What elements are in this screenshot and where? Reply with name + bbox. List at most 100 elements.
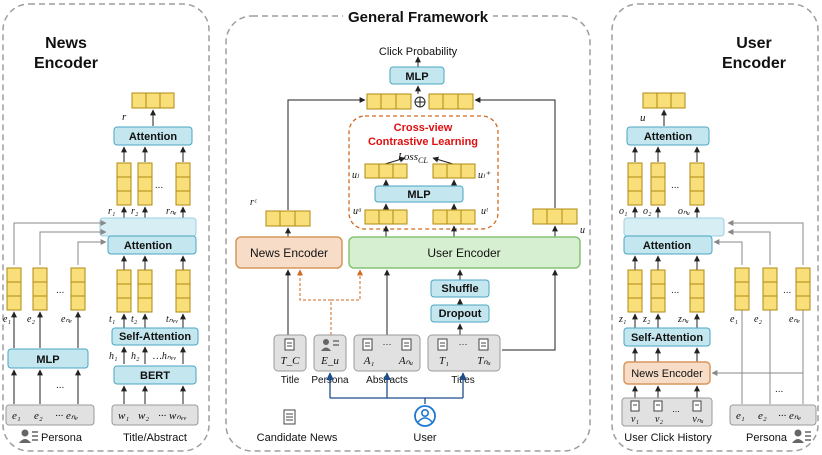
left-persona-label: Persona <box>41 432 83 444</box>
right-news-encoder-label: News Encoder <box>631 368 703 380</box>
vec-z2 <box>650 269 666 313</box>
label-r1: r₁ <box>108 206 115 217</box>
title-label: Title <box>281 375 300 386</box>
click-history-dots: ... <box>672 404 680 414</box>
center-user-encoder-label: User Encoder <box>427 246 500 260</box>
vec-r1 <box>116 162 132 206</box>
news-vector-r <box>131 92 175 109</box>
vec-r2 <box>137 162 153 206</box>
right-self-attention-label: Self-Attention <box>631 332 703 344</box>
news-encoder-title-2: Encoder <box>34 55 98 72</box>
right-e-ellipsis: ... <box>783 285 791 296</box>
general-framework-title: General Framework <box>348 9 489 26</box>
dropout-box <box>430 304 490 323</box>
user-vector-u <box>642 92 686 109</box>
left-mlp-label: MLP <box>36 354 59 366</box>
loss-subscript: CL <box>418 156 428 165</box>
doc-icon-t1 <box>437 338 448 351</box>
vec-znu <box>689 269 705 313</box>
in-e2: e₂ <box>34 410 43 422</box>
in-w1: w₁ <box>118 410 129 422</box>
center-news-encoder-box <box>235 236 343 269</box>
top-mlp-label: MLP <box>405 71 428 83</box>
vec-e1 <box>6 267 22 311</box>
news-encoder-title-1: News <box>45 35 87 52</box>
user-label: User <box>413 432 437 444</box>
left-mlp-box <box>7 348 89 369</box>
center-user-encoder-box <box>348 236 581 269</box>
label-ul-left: uₗ <box>352 170 360 181</box>
cross-view-label: Cross-view <box>394 122 453 134</box>
title-abstract-label: Title/Abstract <box>123 432 187 444</box>
label-t1-center: T₁ <box>439 355 449 367</box>
left-mlp-ellipsis: ... <box>56 380 64 391</box>
inner-mlp-box <box>374 185 464 203</box>
in-wnw: ··· wₙᵥᵥ <box>158 410 187 422</box>
left-r-ellipsis: ... <box>155 180 163 191</box>
right-o-ellipsis: ... <box>671 180 679 191</box>
user-icon <box>414 405 436 427</box>
in-w2: w₂ <box>138 410 149 422</box>
label-o1: o₁ <box>619 206 627 217</box>
label-rne: rₙₑ <box>166 206 177 217</box>
label-znu: zₙᵤ <box>677 314 689 325</box>
right-vec-e2 <box>762 267 778 311</box>
inner-mlp-label: MLP <box>407 189 430 201</box>
left-attention-shadow <box>99 217 197 237</box>
doc-icon-tnu <box>478 338 489 351</box>
vec-t1 <box>116 269 132 313</box>
abstracts-dots: ··· <box>383 339 392 349</box>
doc-icon-a1 <box>362 338 373 351</box>
label-r: r <box>122 111 127 123</box>
left-e-ellipsis: ... <box>56 285 64 296</box>
label-tc: T_C <box>281 355 301 367</box>
doc-icon-anu <box>401 338 412 351</box>
label-e1: e₁ <box>3 314 11 325</box>
right-mlp-ellipsis: ... <box>775 384 783 395</box>
candidate-title-card <box>273 334 307 372</box>
dropout-label: Dropout <box>439 308 482 320</box>
user-click-history-label: User Click History <box>624 432 712 444</box>
candidate-news-label: Candidate News <box>257 432 338 444</box>
label-r2: r₂ <box>131 206 139 217</box>
right-in-ene: ··· eₙₑ <box>778 410 801 422</box>
label-h1: h₁ <box>109 351 117 362</box>
right-persona-icon <box>792 429 811 443</box>
news-encoder-panel <box>2 3 210 452</box>
contrastive-learning-box <box>348 115 499 230</box>
label-u-right: u <box>640 112 646 124</box>
right-attention-mid-label: Attention <box>643 240 692 252</box>
right-persona-label: Persona <box>746 432 788 444</box>
titles-dots: ··· <box>459 339 468 349</box>
right-z-ellipsis: ... <box>671 285 679 296</box>
bert-box <box>113 365 197 385</box>
left-attention-mid-label: Attention <box>124 240 173 252</box>
right-attention-top-box <box>626 126 710 146</box>
click-history-row <box>621 397 713 427</box>
left-attention-mid-box <box>107 235 197 255</box>
doc-icon-v1 <box>630 400 640 412</box>
right-attention-shadow <box>623 217 725 237</box>
vec-t2 <box>137 269 153 313</box>
label-e2: e₂ <box>27 314 35 325</box>
label-t2: t₂ <box>131 314 138 325</box>
in-e1: e₁ <box>12 410 21 422</box>
center-news-encoder-label: News Encoder <box>250 246 328 260</box>
click-probability-label: Click Probability <box>379 46 458 58</box>
left-attention-top-box <box>113 126 193 146</box>
vec-o1 <box>627 162 643 206</box>
ut-vector <box>432 209 476 225</box>
label-a1: A₁ <box>363 355 375 367</box>
label-hnw: …hₙᵥᵥ <box>153 351 177 362</box>
right-in-e2: e₂ <box>758 410 767 422</box>
ul-vector-left <box>364 163 408 179</box>
label-t1: t₁ <box>109 314 115 325</box>
concat-plus-icon <box>414 96 426 108</box>
vec-onu <box>689 162 705 206</box>
label-ene: eₙₑ <box>61 314 72 325</box>
vec-ene <box>70 267 86 311</box>
right-vec-ene <box>795 267 811 311</box>
label-tnu-center: Tₙᵤ <box>477 355 491 367</box>
left-self-attention-label: Self-Attention <box>119 331 191 343</box>
in-ene: ··· eₙₑ <box>55 410 78 422</box>
